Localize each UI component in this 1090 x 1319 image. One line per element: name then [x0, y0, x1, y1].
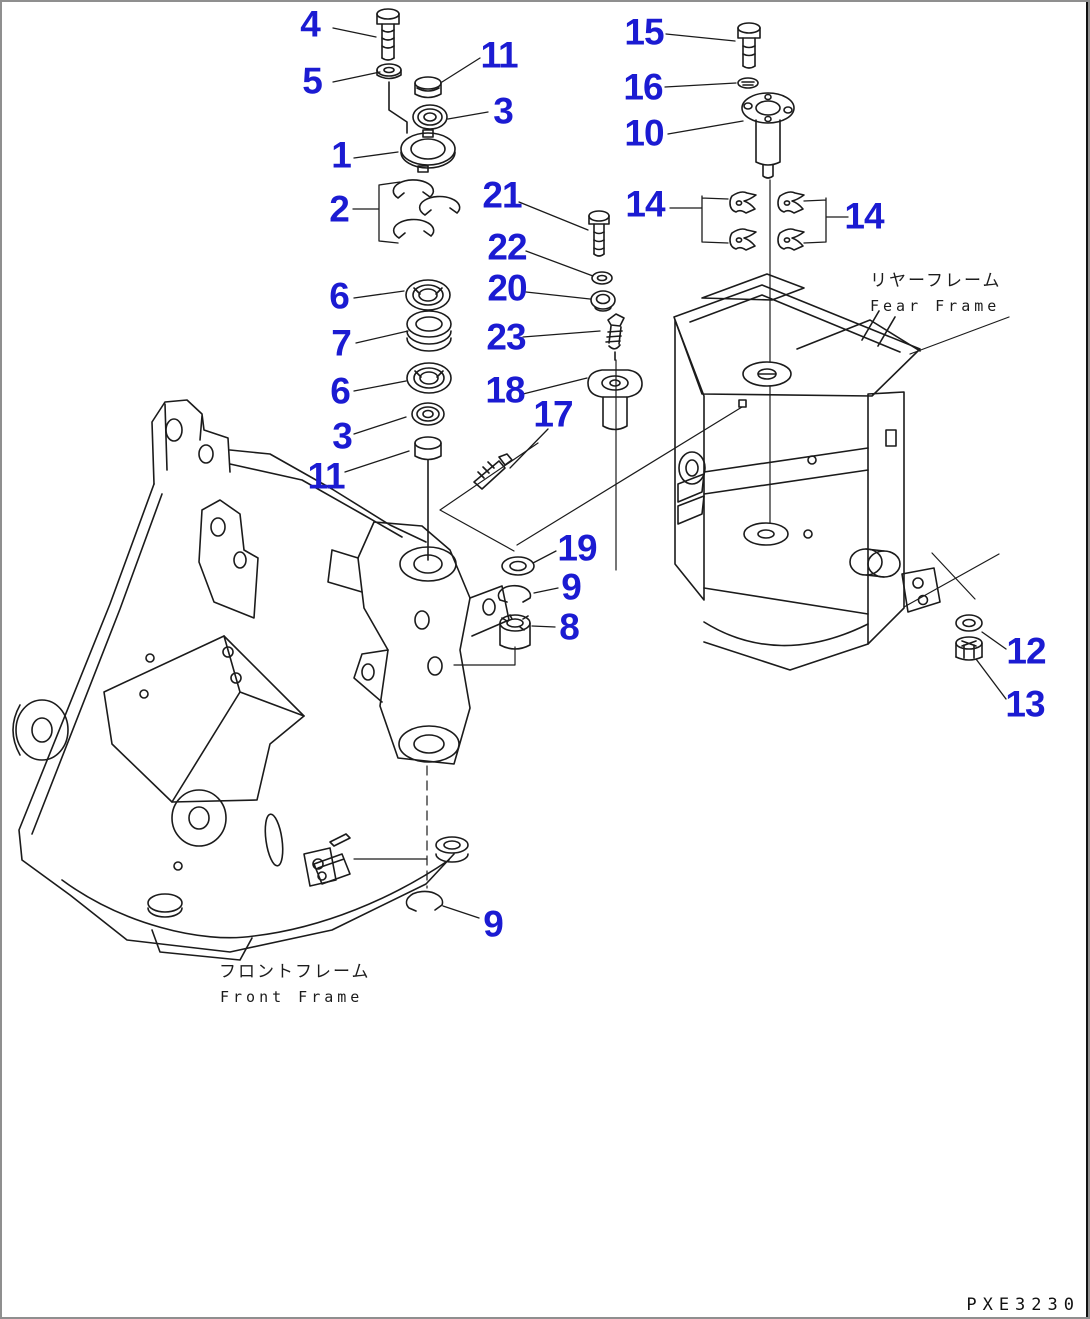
- part-13-nut: [956, 637, 982, 660]
- part-6-bearing-upper: [406, 280, 450, 310]
- leader-lines: [333, 28, 1006, 918]
- part-8-bushing: [500, 615, 530, 649]
- part-2-snap-rings: [393, 180, 459, 238]
- part-callout-22[interactable]: 22: [487, 226, 527, 268]
- part-16-washer: [738, 78, 758, 88]
- part-15-bolt: [738, 23, 760, 68]
- part-callout-23[interactable]: 23: [486, 316, 526, 358]
- part-callout-18[interactable]: 18: [485, 369, 525, 411]
- part-callout-6[interactable]: 6: [329, 275, 350, 317]
- part-18-pin: [588, 370, 642, 430]
- part-callout-5[interactable]: 5: [302, 60, 323, 102]
- part-14-clips: [729, 191, 805, 251]
- part-20-ring: [591, 291, 615, 311]
- part-callout-10[interactable]: 10: [624, 112, 664, 154]
- part-10-pin: [742, 93, 794, 178]
- part-callout-3[interactable]: 3: [332, 415, 353, 457]
- part-12-washer: [956, 615, 982, 631]
- sheet-edge-line: [1086, 2, 1088, 1317]
- front-frame-drawing: [13, 400, 509, 960]
- part-callout-9[interactable]: 9: [561, 566, 582, 608]
- part-17-grease-fitting: [474, 454, 512, 489]
- part-callout-21[interactable]: 21: [482, 174, 522, 216]
- part-6-bearing-lower: [407, 363, 451, 393]
- part-callout-3[interactable]: 3: [493, 90, 514, 132]
- part-3-bearing-upper: [413, 105, 447, 129]
- part-callout-4[interactable]: 4: [300, 3, 321, 45]
- part-callout-6[interactable]: 6: [330, 370, 351, 412]
- part-21-bolt: [589, 211, 609, 256]
- front-frame-label-en: Front Frame: [220, 988, 364, 1006]
- part-1-ring: [401, 130, 455, 172]
- part-11-plug-upper: [415, 77, 441, 98]
- front-frame-label-ja: フロントフレーム: [219, 962, 371, 982]
- part-callout-11[interactable]: 11: [480, 34, 518, 76]
- part-22-washer: [592, 272, 612, 284]
- part-5-nut: [377, 64, 407, 133]
- part-9-snap-ring-upper: [498, 586, 530, 602]
- part-19-washer: [502, 557, 534, 575]
- bottom-washer-stack: [304, 837, 468, 886]
- part-7-seal: [407, 311, 451, 351]
- part-callout-1[interactable]: 1: [331, 134, 352, 176]
- part-9-snap-ring-lower: [407, 891, 443, 911]
- part-callout-14[interactable]: 14: [625, 183, 665, 225]
- rear-frame-label-en: Fear Frame: [870, 297, 1001, 315]
- part-callout-14[interactable]: 14: [844, 195, 884, 237]
- part-4-bolt: [377, 9, 399, 60]
- part-callout-11[interactable]: 11: [307, 455, 345, 497]
- part-callout-8[interactable]: 8: [559, 606, 580, 648]
- part-callout-19[interactable]: 19: [557, 527, 597, 569]
- part-callout-15[interactable]: 15: [624, 11, 664, 53]
- part-callout-13[interactable]: 13: [1005, 683, 1045, 725]
- plate-code: PXE3230: [966, 1295, 1080, 1315]
- part-callout-12[interactable]: 12: [1006, 630, 1046, 672]
- part-callout-17[interactable]: 17: [533, 393, 573, 435]
- part-11-plug-lower: [415, 437, 441, 560]
- part-3-bearing-lower: [412, 403, 444, 425]
- rear-frame-drawing: [674, 274, 940, 670]
- part-23-grease-fitting: [606, 314, 624, 360]
- part-callout-2[interactable]: 2: [329, 188, 350, 230]
- part-callout-9[interactable]: 9: [483, 903, 504, 945]
- part-callout-16[interactable]: 16: [623, 66, 663, 108]
- part-callout-7[interactable]: 7: [331, 322, 352, 364]
- rear-frame-label-ja: リヤーフレーム: [870, 271, 1002, 291]
- part-callout-20[interactable]: 20: [487, 267, 527, 309]
